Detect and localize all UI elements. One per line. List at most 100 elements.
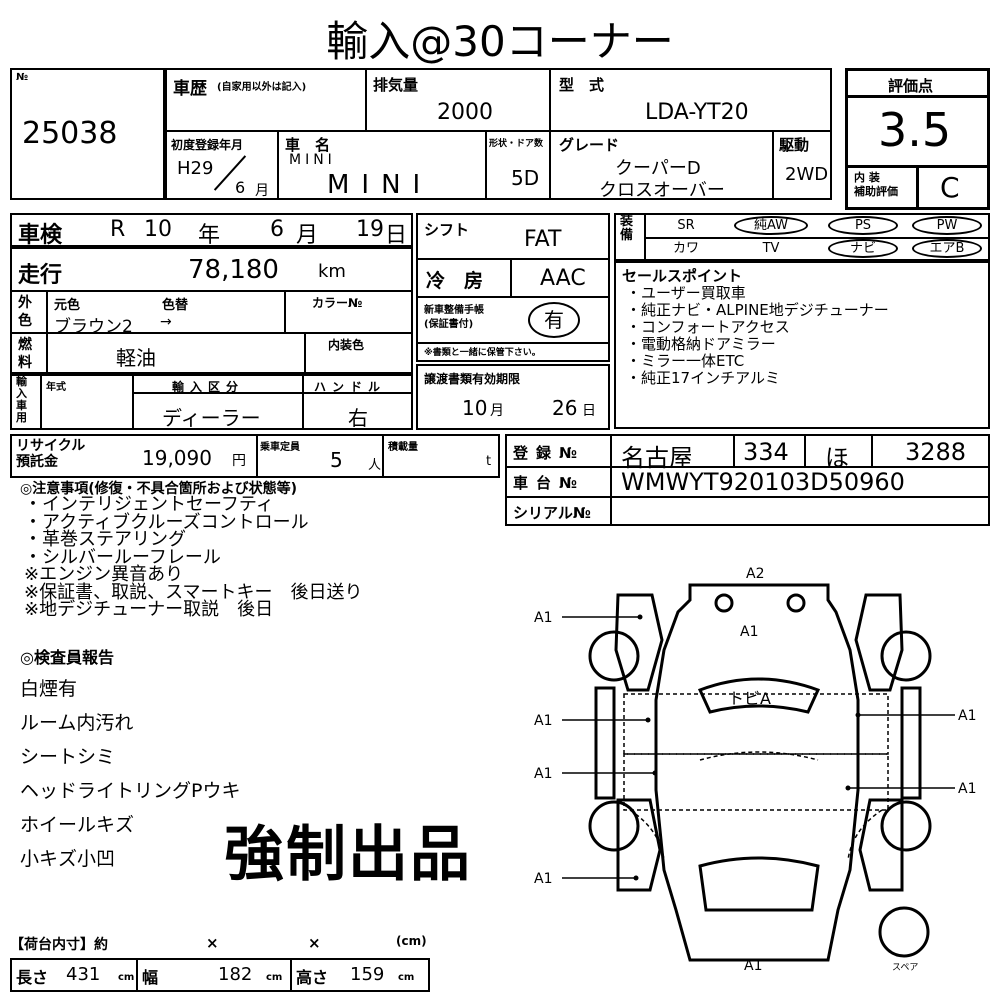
manual-label: 新車整備手帳 (保証書付)	[424, 305, 484, 330]
shift-box: シフト FAT	[416, 213, 610, 260]
import-handle-value: 右	[348, 406, 368, 430]
history-note: (自家用以外は記入)	[217, 82, 307, 93]
lot-label: №	[16, 72, 29, 83]
note-item: ※エンジン異音あり	[24, 564, 184, 585]
sales-point-item: ・純正17インチアルミ	[626, 369, 780, 387]
interior-color-label: 内装色	[328, 338, 365, 352]
forced-sale-stamp: 強制出品	[224, 820, 472, 890]
equipment-item: SR	[677, 218, 695, 233]
transfer-label: 譲渡書類有効期限	[424, 372, 521, 386]
color-code-label: カラー№	[312, 296, 363, 310]
sales-point-item: ・ユーザー買取車	[626, 284, 746, 302]
rating-value: 3.5	[878, 103, 952, 157]
sheet-title: 輸入@30コーナー	[326, 17, 674, 66]
inspection-day: 19	[356, 217, 384, 242]
interior-rating-value: C	[940, 171, 960, 204]
shift-value: FAT	[524, 227, 562, 252]
width-unit: cm	[266, 972, 283, 983]
damage-mark-a1-right-rear-door: A1	[958, 781, 976, 797]
damage-mark-windshield: トビA	[728, 689, 771, 708]
mileage-label: 走行	[18, 263, 63, 288]
inspection-year: 10	[144, 217, 172, 242]
note-item: ※保証書、取説、スマートキー 後日送り	[24, 581, 363, 603]
length-label: 長さ	[16, 968, 49, 987]
inspection-era: R	[110, 217, 126, 242]
capacity-unit: 人	[368, 458, 382, 473]
equipment-item: PW	[912, 216, 982, 235]
sales-points-list: ・ユーザー買取車・純正ナビ・ALPINE地デジチューナー・コンフォートアクセス・…	[626, 285, 889, 387]
inspection-row: 車検 R 10 年 6 月 19 日	[10, 213, 413, 248]
damage-mark-a1-rear: A1	[744, 958, 762, 974]
history-label: 車歴	[173, 79, 207, 99]
note-item: ・革巻ステアリング	[24, 529, 186, 550]
notes-list: ・インテリジェントセーフティ・アクティブクルーズコントロール・革巻ステアリング・…	[24, 496, 363, 619]
transfer-box: 譲渡書類有効期限 10 月 26 日	[416, 364, 610, 430]
mileage-row: 走行 78,180 km	[10, 247, 413, 292]
note-item: ・シルバールーフレール	[24, 546, 221, 568]
interior-rating-label: 内 装 補助評価	[854, 171, 898, 198]
height-value: 159	[350, 964, 385, 985]
grade-label: グレード	[559, 136, 620, 154]
lot-number: 25038	[22, 116, 118, 151]
recycle-unit: 円	[232, 453, 246, 469]
ac-value: AAC	[540, 266, 586, 291]
dimensions-row: 長さ 431 cm 幅 182 cm 高さ 159 cm	[10, 958, 430, 992]
width-label: 幅	[142, 968, 159, 987]
grade-line2: クロスオーバー	[599, 180, 725, 201]
equipment-item: PS	[828, 216, 898, 235]
model-value: LDA-YT20	[645, 100, 749, 125]
manual-box: 新車整備手帳 (保証書付) 有 ※書類と一緒に保管下さい。	[416, 296, 610, 362]
registration-label: 登録№	[513, 444, 586, 462]
color-arrow: →	[160, 314, 172, 330]
sales-points-label: セールスポイント	[622, 267, 743, 285]
length-unit: cm	[118, 972, 135, 983]
chassis-label: 車台№	[513, 474, 586, 492]
color-side-label: 外色	[18, 295, 32, 329]
sales-point-item: ・電動格納ドアミラー	[626, 335, 776, 353]
equipment-item: TV	[762, 241, 780, 256]
height-unit: cm	[398, 972, 415, 983]
header-grid: 車歴 (自家用以外は記入) 排気量 2000 型 式 LDA-YT20 初度登録…	[165, 68, 832, 201]
cargo-unit: (cm)	[396, 934, 427, 948]
drive-value: 2WD	[785, 164, 829, 185]
import-row: 輸入車用 年式 輸入区分 ディーラー ハンドル 右	[10, 374, 413, 430]
sales-point-item: ・純正ナビ・ALPINE地デジチューナー	[626, 301, 889, 319]
cargo-x2: ×	[308, 934, 321, 952]
manual-value: 有	[528, 302, 580, 338]
load-unit: t	[486, 454, 492, 469]
registration-class: 334	[743, 438, 789, 466]
displacement-label: 排気量	[373, 76, 419, 94]
equipment-label: 装備	[620, 214, 634, 243]
note-item: ・インテリジェントセーフティ	[24, 494, 274, 515]
inspector-item: ホイールキズ	[20, 814, 135, 836]
equipment-item: ナビ	[828, 239, 898, 258]
inspection-month: 6	[270, 217, 284, 242]
import-type-value: ディーラー	[162, 406, 261, 430]
transfer-month-unit: 月	[490, 403, 504, 419]
equipment-item: 純AW	[734, 216, 808, 235]
capacity-value: 5	[330, 448, 343, 472]
fuel-row: 燃料 軽油 内装色	[10, 332, 413, 374]
import-side-label: 輸入車用	[16, 375, 27, 424]
drive-label: 駆動	[779, 136, 810, 154]
inspector-item: ヘッドライトリングPウキ	[20, 780, 241, 802]
car-damage-diagram: A2 A1 トビA A1 A1 A1 A1 A1 A1 A1 スペア	[534, 566, 976, 974]
grade-line1: クーパーD	[615, 158, 701, 179]
car-name-small: MINI	[289, 152, 336, 168]
spare-tire-label: スペア	[892, 963, 918, 973]
displacement-value: 2000	[437, 100, 493, 125]
sales-points-box: セールスポイント ・ユーザー買取車・純正ナビ・ALPINE地デジチューナー・コン…	[614, 261, 990, 429]
ac-box: 冷 房 AAC	[416, 258, 610, 298]
chassis-value: WMWYT920103D50960	[621, 468, 905, 496]
lot-box: № 25038	[10, 68, 165, 200]
damage-mark-a2-front: A2	[746, 566, 764, 582]
sales-point-item: ・ミラー一体ETC	[626, 352, 745, 370]
note-item: ※地デジチューナー取説 後日	[24, 599, 274, 620]
damage-mark-a1-left-rear-door: A1	[534, 766, 552, 782]
import-type-label: 輸入区分	[172, 380, 245, 394]
first-reg-month-unit: 月	[255, 183, 269, 199]
first-reg-label: 初度登録年月	[171, 138, 244, 152]
color-row: 外色 元色 色替 カラー№ ブラウン2 →	[10, 290, 413, 337]
doors-label: 形状・ドア数	[489, 139, 544, 149]
